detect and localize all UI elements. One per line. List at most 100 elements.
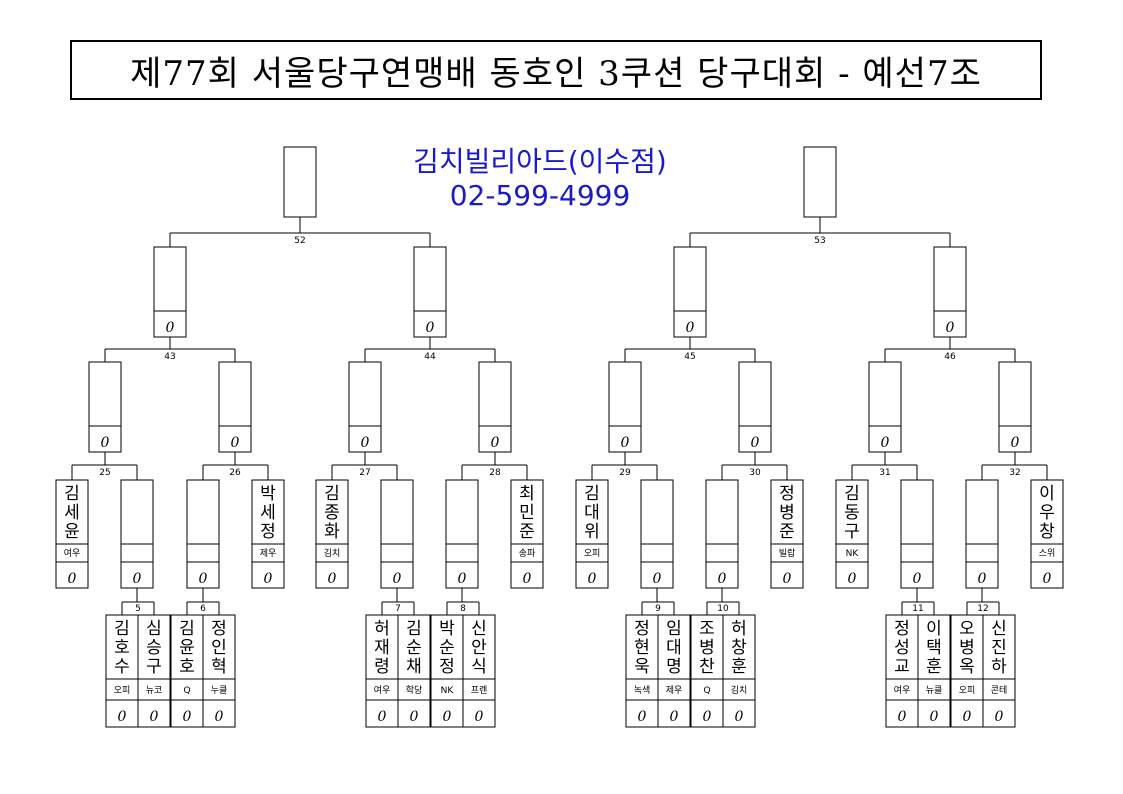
player-name-char: 준 — [519, 522, 535, 542]
player-name-char: 허 — [731, 619, 747, 639]
score-mark: 0 — [118, 709, 127, 725]
player-name-char: 위 — [584, 522, 600, 542]
score-mark: 0 — [703, 709, 712, 725]
score-mark: 0 — [426, 320, 435, 336]
score-mark: 0 — [751, 435, 760, 451]
player-name-char: 박 — [439, 619, 455, 639]
player-name-char: 택 — [926, 638, 942, 658]
match-number: 31 — [879, 468, 890, 478]
player-club: 여우 — [374, 684, 391, 696]
player-name-char: 성 — [894, 638, 910, 658]
sponsor-block: 김치빌리아드(이수점) 02-599-4999 — [340, 145, 740, 213]
score-mark: 0 — [68, 571, 77, 587]
player-name-char: 최 — [519, 484, 535, 504]
player-club: 빌랍 — [779, 548, 796, 559]
score-mark: 0 — [848, 571, 857, 587]
score-mark: 0 — [378, 709, 387, 725]
player-club: 학당 — [406, 685, 423, 696]
player-name-char: 진 — [991, 638, 1007, 658]
score-mark: 0 — [783, 571, 792, 587]
score-mark: 0 — [199, 571, 208, 587]
player-name-char: 훈 — [731, 657, 747, 677]
match-number: 11 — [912, 604, 923, 614]
player-name-char: 오 — [959, 619, 975, 639]
player-club: 여우 — [64, 547, 81, 559]
player-name-char: 순 — [406, 638, 422, 658]
player-name-char: 혁 — [211, 657, 227, 677]
match-number: 43 — [164, 352, 175, 362]
match-number: 25 — [99, 468, 110, 478]
player-club: 송파 — [519, 548, 536, 559]
semifinal-box — [803, 146, 837, 218]
semifinal-box — [283, 146, 317, 218]
match-number: 32 — [1009, 468, 1020, 478]
player-club: 여우 — [894, 684, 911, 696]
player-name-char: 식 — [471, 657, 487, 677]
score-mark: 0 — [101, 435, 110, 451]
player-name-char: 현 — [634, 638, 650, 658]
score-mark: 0 — [231, 435, 240, 451]
player-name-char: 이 — [926, 619, 942, 639]
player-name-char: 욱 — [634, 657, 650, 677]
match-number: 9 — [655, 604, 661, 614]
score-mark: 0 — [946, 320, 955, 336]
player-club: 녹색 — [634, 685, 651, 696]
player-name-char: 정 — [894, 619, 910, 639]
player-club: 프렌 — [471, 685, 488, 696]
player-name-char: 호 — [114, 638, 130, 658]
player-name-char: 김 — [844, 484, 860, 504]
player-name-char: 대 — [666, 638, 682, 658]
player-name-char: 김 — [179, 619, 195, 639]
player-club: 제우 — [666, 685, 683, 696]
score-mark: 0 — [475, 709, 484, 725]
player-club: 누클 — [211, 685, 228, 696]
player-name-char: 령 — [374, 657, 390, 677]
player-name-char: 호 — [179, 657, 195, 677]
player-club: NK — [846, 549, 860, 559]
score-mark: 0 — [670, 709, 679, 725]
match-number: 8 — [460, 604, 466, 614]
score-mark: 0 — [150, 709, 159, 725]
player-name-char: 화 — [324, 522, 340, 542]
player-club: NK — [441, 686, 455, 696]
score-mark: 0 — [686, 320, 695, 336]
match-number: 6 — [200, 604, 206, 614]
sponsor-phone: 02-599-4999 — [449, 179, 631, 212]
match-number: 30 — [749, 468, 761, 478]
player-name-char: 안 — [471, 638, 487, 658]
match-number: 44 — [424, 352, 436, 362]
player-name-char: 교 — [894, 657, 910, 677]
player-club: 김치 — [324, 547, 341, 559]
match-number: 28 — [489, 468, 501, 478]
score-mark: 0 — [898, 709, 907, 725]
player-name-char: 동 — [844, 503, 860, 523]
player-name-char: 신 — [991, 619, 1007, 639]
score-mark: 0 — [393, 571, 402, 587]
player-name-char: 순 — [439, 638, 455, 658]
player-name-char: 병 — [699, 638, 715, 658]
score-mark: 0 — [1043, 571, 1052, 587]
page-title: 제77회 서울당구연맹배 동호인 3쿠션 당구대회 - 예선7조 — [130, 53, 982, 94]
score-mark: 0 — [913, 571, 922, 587]
player-name-char: 이 — [1039, 484, 1055, 504]
score-mark: 0 — [621, 435, 630, 451]
sponsor-name: 김치빌리아드(이수점) — [413, 145, 667, 178]
match-number: 26 — [229, 468, 241, 478]
score-mark: 0 — [491, 435, 500, 451]
score-mark: 0 — [264, 571, 273, 587]
player-name-char: 채 — [406, 657, 422, 677]
player-name-char: 김 — [406, 619, 422, 639]
player-club: 뉴코 — [146, 685, 163, 696]
score-mark: 0 — [410, 709, 419, 725]
player-name-char: 병 — [959, 638, 975, 658]
player-name-char: 조 — [699, 619, 715, 639]
title-box: 제77회 서울당구연맹배 동호인 3쿠션 당구대회 - 예선7조 — [70, 40, 1042, 100]
match-number: 46 — [944, 352, 956, 362]
player-name-char: 재 — [374, 638, 390, 658]
score-mark: 0 — [133, 571, 142, 587]
score-mark: 0 — [930, 709, 939, 725]
player-name-char: 훈 — [926, 657, 942, 677]
score-mark: 0 — [443, 709, 452, 725]
player-club: 오피 — [584, 548, 601, 559]
